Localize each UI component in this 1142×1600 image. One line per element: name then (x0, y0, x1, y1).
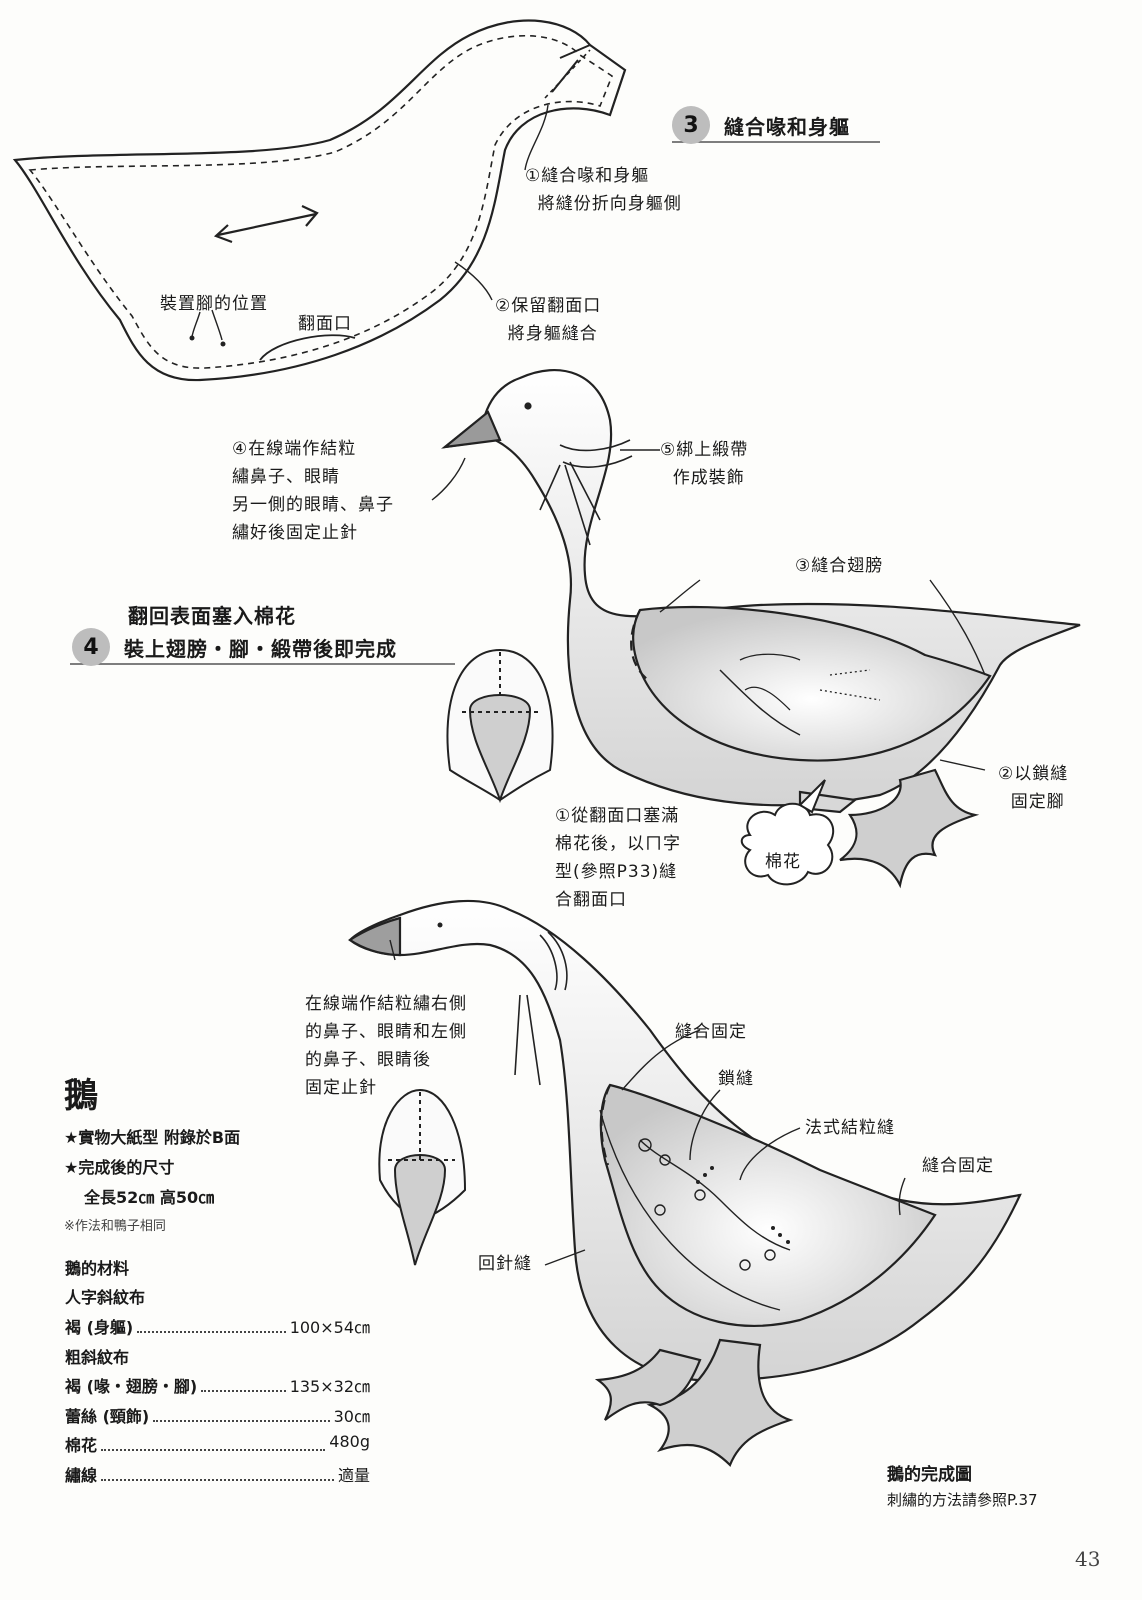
note-sew-beak-body: ①縫合喙和身軀 將縫份折向身軀側 (525, 166, 682, 214)
step-4-title-line1: 翻回表面塞入棉花 (128, 604, 296, 628)
material-row: 褐 (喙・翅膀・腳)135×32㎝ (65, 1373, 370, 1397)
note-fix-feet: ②以鎖縫 固定腳 (998, 764, 1069, 812)
info-pattern: ★實物大紙型 附錄於B面 (64, 1128, 241, 1147)
step-3-title: 縫合喙和身軀 (724, 114, 850, 139)
head-front-view (446, 648, 554, 804)
step-3-number: 3 (672, 106, 710, 144)
finished-head-front-view (378, 1088, 467, 1266)
note-stuff-cotton: ①從翻面口塞滿 棉花後，以ㄇ字 型(參照P33)縫 合翻面口 (555, 806, 681, 910)
info-remark: ※作法和鴨子相同 (64, 1219, 166, 1234)
note-final-knot: 在線端作結粒繡右側 的鼻子、眼睛和左側 的鼻子、眼睛後 固定止針 (305, 994, 467, 1098)
info-size-value: 全長52㎝ 高50㎝ (84, 1188, 215, 1207)
label-sew-fix-2: 縫合固定 (922, 1156, 994, 1176)
completion-subtitle: 刺繡的方法請參照P.37 (887, 1491, 1038, 1509)
page-number: 43 (1075, 1547, 1101, 1571)
material-row: 繡線適量 (65, 1462, 370, 1486)
note-sew-wings: ③縫合翅膀 (795, 556, 884, 576)
material-row: 蕾絲 (頸飾)30㎝ (65, 1403, 370, 1427)
label-opening: 翻面口 (298, 314, 352, 334)
note-embroider-face: ④在線端作結粒 繡鼻子、眼睛 另一側的眼睛、鼻子 繡好後固定止針 (232, 439, 394, 543)
info-title: 鵝 (64, 1076, 98, 1116)
grain-arrow (213, 205, 319, 244)
leader-lines-step3 (191, 104, 549, 341)
leader-lines (389, 449, 986, 1266)
step-4-header: 4 裝上翅膀・腳・緞帶後即完成 (72, 628, 397, 666)
finished-goose (348, 899, 1022, 1467)
note-leave-opening: ②保留翻面口 將身軀縫合 (495, 296, 602, 344)
step-3-header: 3 縫合喙和身軀 (672, 106, 850, 144)
flat-pattern-goose (12, 19, 627, 382)
label-foot-position: 裝置腳的位置 (160, 294, 268, 314)
cotton-cloud-icon (740, 779, 835, 886)
info-size-label: ★完成後的尺寸 (64, 1158, 175, 1177)
materials-fabric2: 粗斜紋布 (65, 1348, 130, 1367)
material-row: 褐 (身軀)100×54㎝ (65, 1314, 370, 1338)
stuffed-goose (441, 369, 1081, 889)
note-tie-ribbon: ⑤綁上緞帶 作成裝飾 (660, 440, 749, 488)
label-sew-fix-1: 縫合固定 (675, 1022, 747, 1042)
label-french-knot: 法式結粒縫 (805, 1118, 895, 1138)
label-back-stitch: 回針縫 (478, 1254, 532, 1274)
completion-title: 鵝的完成圖 (887, 1465, 972, 1485)
label-cotton: 棉花 (765, 852, 801, 872)
materials-header: 鵝的材料 (65, 1259, 130, 1278)
step-4-number: 4 (72, 628, 110, 666)
step-4-title-line2: 裝上翅膀・腳・緞帶後即完成 (124, 636, 397, 661)
materials-fabric1: 人字斜紋布 (65, 1288, 146, 1307)
label-chain-stitch: 鎖縫 (718, 1069, 754, 1089)
